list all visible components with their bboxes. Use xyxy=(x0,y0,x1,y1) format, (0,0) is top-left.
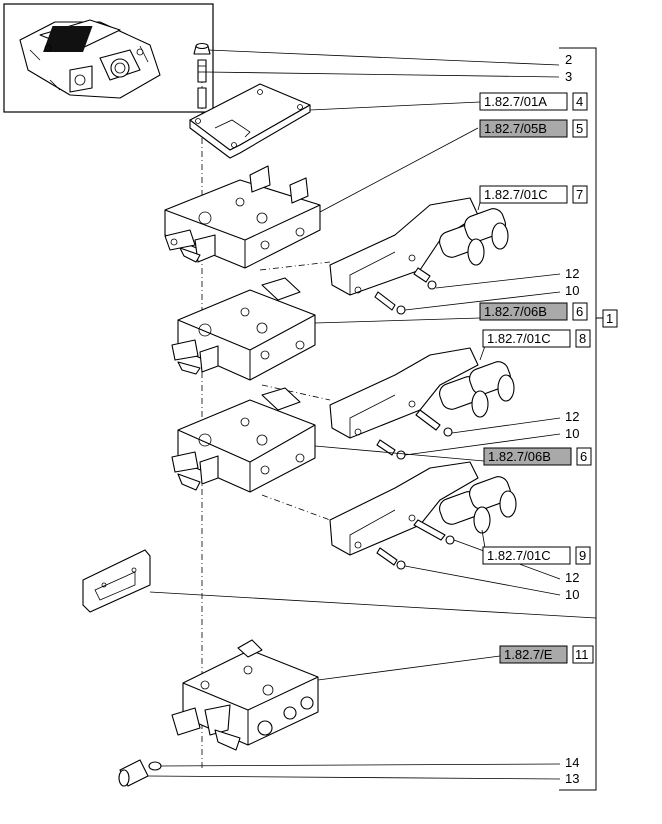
part-inlet-section[interactable] xyxy=(171,639,319,751)
svg-text:11: 11 xyxy=(575,647,589,662)
item-number-14: 14 xyxy=(565,755,579,770)
svg-text:1: 1 xyxy=(606,311,613,326)
svg-text:9: 9 xyxy=(579,548,586,563)
item-number-12b: 12 xyxy=(565,409,579,424)
part-bolt-10a[interactable] xyxy=(374,291,406,315)
part-plug[interactable] xyxy=(118,759,149,787)
svg-text:6: 6 xyxy=(576,304,583,319)
part-end-cover[interactable] xyxy=(82,549,151,613)
part-coupling-elbow-8[interactable] xyxy=(329,347,515,439)
ref-box-7[interactable]: 1.82.7/01C 7 xyxy=(479,185,588,204)
item-number-10c: 10 xyxy=(565,587,579,602)
item-number-3: 3 xyxy=(565,69,572,84)
item-number-13: 13 xyxy=(565,771,579,786)
svg-text:1.82.7/E: 1.82.7/E xyxy=(504,647,553,662)
part-valve-section-1[interactable] xyxy=(164,165,321,269)
part-coupling-elbow-7[interactable] xyxy=(329,197,509,296)
part-o-ring[interactable] xyxy=(148,761,162,771)
part-bolt-12b[interactable] xyxy=(415,409,453,437)
leader-lines xyxy=(147,49,597,780)
svg-text:5: 5 xyxy=(576,121,583,136)
svg-text:1.82.7/06B: 1.82.7/06B xyxy=(484,304,547,319)
item-number-12c: 12 xyxy=(565,570,579,585)
part-dowel-pin[interactable] xyxy=(197,59,207,109)
ref-box-8[interactable]: 1.82.7/01C 8 xyxy=(482,329,591,348)
ref-box-5[interactable]: 1.82.7/05B 5 xyxy=(479,119,588,138)
ref-box-11[interactable]: 1.82.7/E 11 xyxy=(499,645,594,664)
part-bolt-12a[interactable] xyxy=(413,267,437,290)
svg-text:1.82.7/06B: 1.82.7/06B xyxy=(488,449,551,464)
item-number-12a: 12 xyxy=(565,266,579,281)
part-valve-section-2[interactable] xyxy=(171,277,316,381)
part-bolt-10c[interactable] xyxy=(376,547,406,570)
part-cap[interactable] xyxy=(193,42,211,55)
svg-text:1.82.7/01A: 1.82.7/01A xyxy=(484,94,547,109)
assembly-bracket xyxy=(559,47,603,791)
assembly-number-box[interactable]: 1 xyxy=(602,309,618,328)
svg-text:1.82.7/01C: 1.82.7/01C xyxy=(484,187,548,202)
assembly-axis-lines xyxy=(201,60,331,770)
ref-box-6b[interactable]: 1.82.7/06B 6 xyxy=(483,447,592,466)
svg-text:1.82.7/01C: 1.82.7/01C xyxy=(487,331,551,346)
svg-text:4: 4 xyxy=(576,94,583,109)
item-number-10a: 10 xyxy=(565,283,579,298)
part-bolt-12c[interactable] xyxy=(413,519,455,545)
part-cover-plate[interactable] xyxy=(189,83,311,159)
svg-text:8: 8 xyxy=(579,331,586,346)
svg-text:1.82.7/01C: 1.82.7/01C xyxy=(487,548,551,563)
thumbnail-overview[interactable] xyxy=(3,3,214,113)
svg-text:1.82.7/05B: 1.82.7/05B xyxy=(484,121,547,136)
ref-box-9[interactable]: 1.82.7/01C 9 xyxy=(482,546,591,565)
part-coupling-elbow-9[interactable] xyxy=(329,461,517,556)
item-numbers: 2 3 12 10 12 10 12 10 14 13 xyxy=(565,52,579,786)
ref-box-6a[interactable]: 1.82.7/06B 6 xyxy=(479,302,588,321)
ref-box-4[interactable]: 1.82.7/01A 4 xyxy=(479,92,588,111)
part-bolt-10b[interactable] xyxy=(376,439,406,460)
svg-text:6: 6 xyxy=(580,449,587,464)
item-number-2: 2 xyxy=(565,52,572,67)
svg-text:7: 7 xyxy=(576,187,583,202)
part-valve-section-3[interactable] xyxy=(171,387,316,493)
item-number-10b: 10 xyxy=(565,426,579,441)
